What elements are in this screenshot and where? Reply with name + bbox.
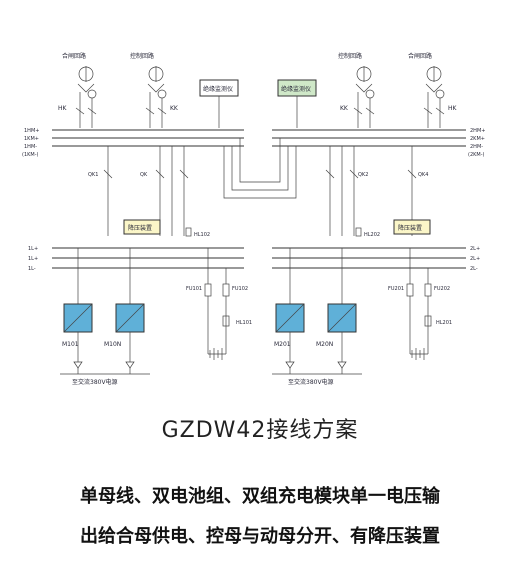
feeder-circuit-3 bbox=[353, 66, 375, 128]
hm-bus-right bbox=[272, 129, 466, 147]
voltage-dropper-right bbox=[393, 219, 431, 235]
page-title: GZDW42接线方案 bbox=[161, 418, 359, 443]
switch-label-kk-left: KK bbox=[170, 105, 179, 112]
ac-source-right: 至交流380V电源 bbox=[288, 378, 334, 386]
label-hl202: HL202 bbox=[364, 232, 380, 238]
caption-line-2: 出给合母供电、控母与动母分开、有降压装置 bbox=[80, 526, 440, 547]
switch-label-hk-right: HK bbox=[448, 105, 458, 112]
switch-qk2: QK2 bbox=[358, 172, 368, 178]
cross-tie-wiring bbox=[223, 138, 297, 199]
insulation-monitor-left-label: 绝缘监测仪 bbox=[203, 85, 233, 93]
ac-source-left: 至交流380V电源 bbox=[72, 378, 118, 386]
l-bus-left bbox=[52, 247, 244, 269]
voltage-dropper-left bbox=[123, 219, 161, 235]
battery-branch-right bbox=[406, 248, 432, 360]
l-bus-right bbox=[272, 247, 466, 269]
switch-qk4: QK4 bbox=[418, 172, 428, 178]
module-m10n: M10N bbox=[104, 341, 121, 348]
feeder-circuit-4 bbox=[423, 66, 445, 128]
bus-label-1l-plus-b: 1L+ bbox=[28, 256, 38, 262]
hm-bus-left bbox=[52, 129, 244, 147]
bus-label-2hm-minus: 2HM- bbox=[470, 144, 483, 150]
bus-label-1l-plus-a: 1L+ bbox=[28, 246, 38, 252]
bus-label-1km-plus: 1KM+ bbox=[24, 136, 39, 142]
insulation-monitor-right-label: 绝缘监测仪 bbox=[281, 85, 311, 93]
bus-label-1hm-minus: 1HM- bbox=[24, 144, 37, 150]
bus-label-2l-minus: 2L- bbox=[470, 266, 478, 272]
voltage-dropper-left-label: 降压装置 bbox=[128, 224, 152, 232]
feeder-circuit-1 bbox=[75, 66, 97, 128]
voltage-dropper-right-label: 降压装置 bbox=[398, 224, 422, 232]
caption-line-1: 单母线、双电池组、双组充电模块单一电压输 bbox=[80, 486, 440, 507]
indicator-hl102 bbox=[185, 227, 192, 237]
bus-label-1l-minus: 1L- bbox=[28, 266, 36, 272]
fuse-fu201: FU201 bbox=[388, 286, 404, 292]
bus-label-1km-minus: (1KM-) bbox=[22, 152, 39, 158]
label-hl201: HL201 bbox=[436, 320, 452, 326]
charger-modules-right bbox=[272, 248, 362, 375]
fuse-fu101: FU101 bbox=[186, 286, 202, 292]
switch-label-hk-left: HK bbox=[58, 105, 68, 112]
module-m20n: M20N bbox=[316, 341, 333, 348]
label-control-circuit-left: 控制回路 bbox=[130, 52, 154, 60]
battery-branch-left bbox=[204, 248, 230, 360]
fuse-fu102: FU102 bbox=[232, 286, 248, 292]
bus-label-2km-minus: (2KM-) bbox=[468, 152, 485, 158]
module-m201: M201 bbox=[274, 341, 291, 348]
bus-label-2hm-plus: 2HM+ bbox=[470, 128, 485, 134]
feeder-circuit-2 bbox=[145, 66, 167, 128]
switch-qk: QK bbox=[140, 172, 148, 178]
switch-label-kk-right: KK bbox=[340, 105, 349, 112]
charger-modules-left bbox=[60, 248, 150, 375]
bus-label-1hm-plus: 1HM+ bbox=[24, 128, 39, 134]
bus-label-2l-plus-b: 2L+ bbox=[470, 256, 480, 262]
label-closing-circuit-left: 合闸回路 bbox=[62, 52, 86, 60]
switch-qk1: QK1 bbox=[88, 172, 98, 178]
module-m101: M101 bbox=[62, 341, 79, 348]
bus-label-2km-plus: 2KM+ bbox=[470, 136, 485, 142]
wiring-diagram: 合闸回路 控制回路 控制回路 合闸回路 HK KK KK HK 绝缘监测仪 绝缘 bbox=[22, 52, 485, 386]
label-hl101: HL101 bbox=[236, 320, 252, 326]
fuse-fu202: FU202 bbox=[434, 286, 450, 292]
label-closing-circuit-right: 合闸回路 bbox=[408, 52, 432, 60]
label-control-circuit-right: 控制回路 bbox=[338, 52, 362, 60]
indicator-hl202 bbox=[355, 227, 362, 237]
bus-label-2l-plus-a: 2L+ bbox=[470, 246, 480, 252]
label-hl102: HL102 bbox=[194, 232, 210, 238]
